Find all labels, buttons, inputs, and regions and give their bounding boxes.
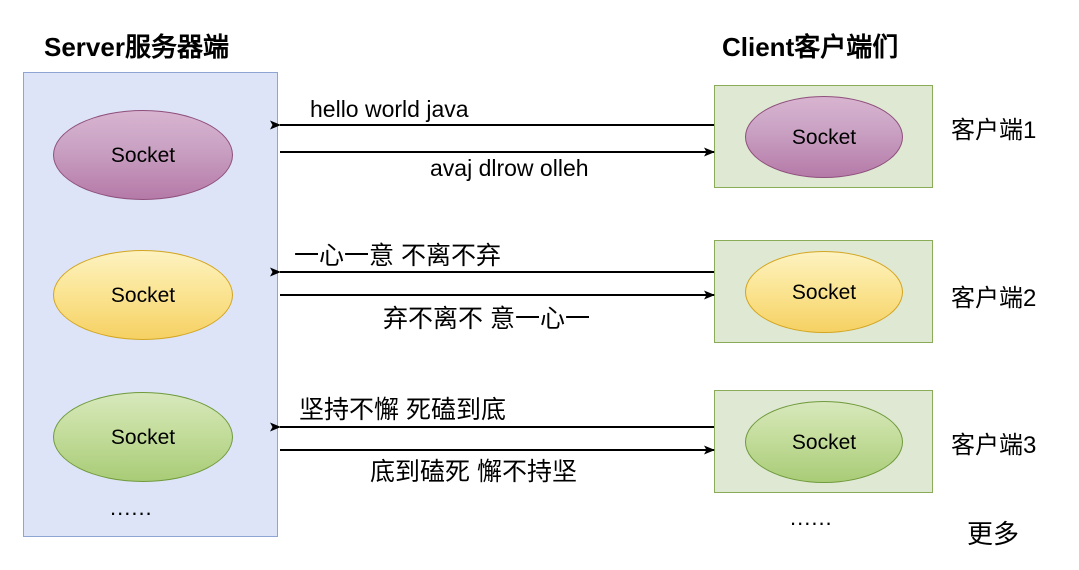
server-socket-2: Socket [53, 250, 233, 340]
flow-label-row3-to-server: 坚持不懈 死磕到底 [299, 396, 506, 424]
client-socket-2: Socket [745, 251, 903, 333]
client-socket-2-label: Socket [791, 280, 857, 304]
flow-label-row3-to-client: 底到磕死 懈不持坚 [370, 458, 577, 486]
server-socket-1-label: Socket [110, 143, 176, 167]
server-socket-1: Socket [53, 110, 233, 200]
client-socket-1: Socket [745, 96, 903, 178]
client-socket-1-label: Socket [791, 125, 857, 149]
flow-label-row1-to-server: hello world java [310, 96, 469, 122]
server-title: Server服务器端 [44, 32, 229, 62]
client-title: Client客户端们 [722, 32, 899, 62]
server-socket-2-label: Socket [110, 283, 176, 307]
server-socket-3: Socket [53, 392, 233, 482]
flow-label-row2-to-client: 弃不离不 意一心一 [383, 305, 590, 333]
flow-label-row1-to-client: avaj dlrow olleh [430, 155, 589, 181]
server-socket-3-label: Socket [110, 425, 176, 449]
client-socket-3: Socket [745, 401, 903, 483]
client-caption-2: 客户端2 [951, 285, 1037, 312]
flow-label-row2-to-server: 一心一意 不离不弃 [294, 242, 501, 270]
client-caption-1: 客户端1 [951, 117, 1037, 144]
client-ellipsis: ...... [790, 505, 833, 530]
client-caption-3: 客户端3 [951, 432, 1037, 459]
more-clients-label: 更多 [967, 519, 1020, 549]
client-socket-3-label: Socket [791, 430, 857, 454]
server-ellipsis: ...... [110, 495, 153, 520]
